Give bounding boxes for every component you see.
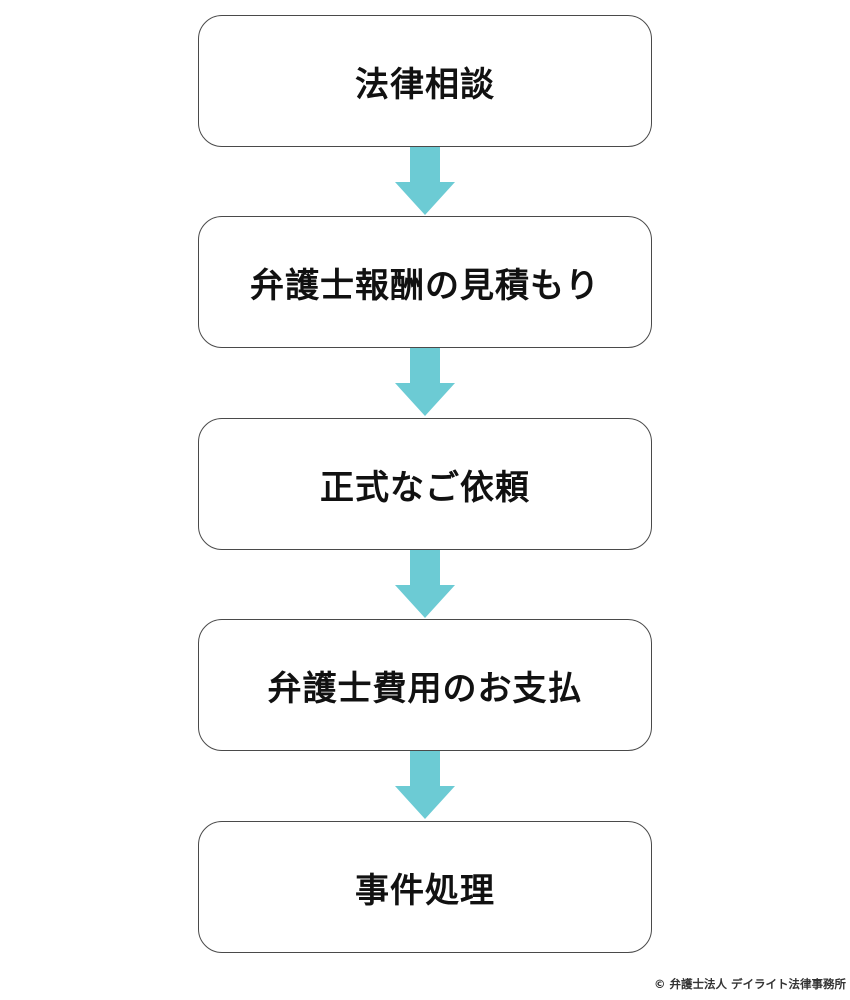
down-arrow-icon — [395, 751, 455, 819]
step-label: 弁護士報酬の見積もり — [250, 265, 600, 306]
step-box-formal-request: 正式なご依頼 — [198, 418, 652, 550]
step-box-fee-payment: 弁護士費用のお支払 — [198, 619, 652, 751]
step-label: 弁護士費用のお支払 — [267, 668, 583, 709]
step-label: 法律相談 — [355, 64, 495, 105]
down-arrow-icon — [395, 147, 455, 215]
step-label: 正式なご依頼 — [320, 467, 530, 508]
down-arrow-icon — [395, 348, 455, 416]
step-box-fee-estimate: 弁護士報酬の見積もり — [198, 216, 652, 348]
down-arrow-icon — [395, 550, 455, 618]
step-box-case-handling: 事件処理 — [198, 821, 652, 953]
step-label: 事件処理 — [355, 870, 495, 911]
copyright-notice: © 弁護士法人 デイライト法律事務所 — [653, 977, 846, 991]
step-box-consultation: 法律相談 — [198, 15, 652, 147]
